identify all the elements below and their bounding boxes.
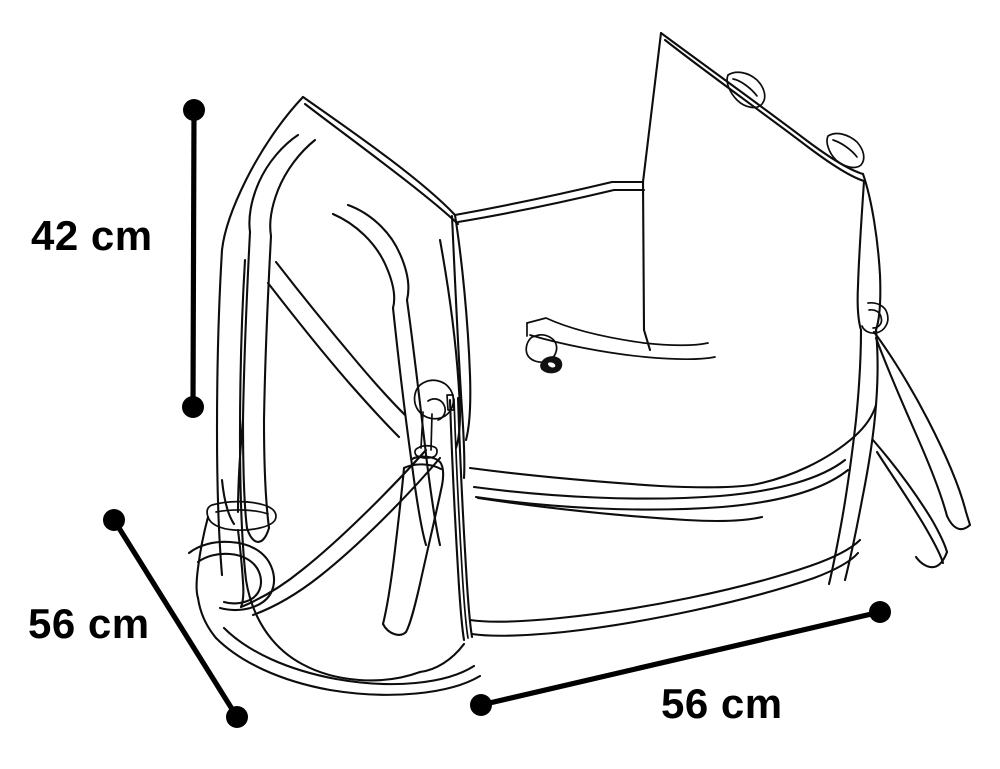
dimension-depth <box>103 509 248 728</box>
shoulder-strap-right-fold <box>871 438 949 554</box>
strap-adjuster-loop-inner <box>196 552 263 605</box>
interior-rim-back <box>453 180 645 217</box>
left-strap-upper <box>220 478 236 526</box>
front-pocket-bottom-edge-lower <box>470 551 860 637</box>
front-zipper-line-b <box>456 396 474 639</box>
front-body-top-ridge <box>301 95 457 217</box>
dimension-width-label: 56 cm <box>661 680 783 727</box>
d-ring-right-icon <box>861 302 889 335</box>
front-body-right-ridge <box>453 213 472 442</box>
carry-handle-inner <box>346 203 410 302</box>
strap-adjuster-bar-inner <box>215 509 269 515</box>
front-pocket-top <box>472 458 847 500</box>
shoulder-strap-right-fold-lower <box>875 450 945 565</box>
front-body-top-ridge-inner <box>303 102 460 226</box>
carry-handle-outer-left-tail <box>241 230 252 530</box>
right-side-inner <box>827 328 863 586</box>
front-zipper-line <box>448 398 466 642</box>
dimension-depth-dot-bottom <box>226 706 248 728</box>
right-side-outline <box>843 328 879 582</box>
front-left-edge-inner <box>238 258 248 582</box>
dimension-height-label: 42 cm <box>31 212 153 259</box>
dimension-width <box>470 601 891 716</box>
interior-floor-front <box>476 496 764 523</box>
dimension-width-dot-left <box>470 694 492 716</box>
hanging-tab-left <box>381 466 406 626</box>
dimension-height <box>182 99 205 418</box>
front-left-edge <box>220 95 305 252</box>
dimension-width-dot-right <box>869 601 891 623</box>
right-side-top <box>750 403 878 487</box>
strap-adjuster-body <box>195 515 210 600</box>
strap-webbing-to-body-inner <box>251 456 442 617</box>
top-flap-outline <box>641 31 663 352</box>
strap-adjuster-bar <box>206 500 277 531</box>
strap-adjuster-webbing-out <box>196 596 218 640</box>
shoulder-strap-right-inner <box>874 336 949 518</box>
dimension-height-line <box>190 109 197 408</box>
bag-bottom-left <box>244 578 422 682</box>
carry-handle-inner-inner <box>331 212 396 310</box>
interior-clip-loop-icon <box>540 356 563 374</box>
front-zipper-teeth <box>453 398 469 639</box>
dimension-depth-line <box>111 518 240 719</box>
carry-handle-inner-tail <box>405 298 442 547</box>
zipper-slider-icon <box>446 394 455 411</box>
strap-webbing-lower-inner <box>222 626 476 686</box>
carry-handle-outer-left <box>248 133 300 234</box>
d-ring-right-inner-icon <box>868 308 883 329</box>
interior-floor <box>468 466 754 489</box>
interior-left-wall <box>450 214 466 480</box>
top-flap-right-edge <box>861 172 882 332</box>
hanging-tab-top-seam <box>402 463 443 471</box>
strap-webbing-to-body <box>239 448 428 609</box>
flap-loop-left-inner-icon <box>732 78 758 97</box>
dimension-depth-dot-top <box>103 509 125 531</box>
snap-hook-ring-icon <box>413 379 455 420</box>
dimension-height-dot-top <box>183 99 205 121</box>
strap-webbing-lower <box>214 636 482 696</box>
hanging-tab-bottom <box>381 622 408 636</box>
carry-handle-crossing-lower <box>266 281 401 439</box>
snap-hook-shank-icon <box>420 411 433 451</box>
flap-loop-right-icon <box>826 132 865 169</box>
interior-strap-lower <box>529 334 716 361</box>
shoulder-strap-right-outer <box>872 330 972 527</box>
top-flap-right-inner <box>856 179 866 332</box>
carry-handle-outer-left-tail-inner <box>262 234 273 530</box>
dimension-depth-label: 56 cm <box>28 600 150 647</box>
bag-body-group <box>187 31 972 696</box>
shoulder-strap-right-tail <box>914 550 949 569</box>
front-pocket-bottom-edge <box>468 538 862 623</box>
front-pocket-seam <box>474 468 850 511</box>
dimension-annotations <box>103 99 891 728</box>
top-flap-edge-inner <box>663 38 866 183</box>
carry-handle-outer-left-inner <box>269 138 317 238</box>
carry-handle-inner-tail-inner <box>391 306 428 547</box>
front-left-edge-lower <box>215 248 224 577</box>
front-body-lower-left <box>418 642 466 674</box>
dimension-height-dot-bottom <box>182 396 204 418</box>
carry-handle-outer-left-end <box>245 526 271 543</box>
handle-loop-bottom-left <box>236 418 245 514</box>
flap-loop-right-inner-icon <box>832 139 858 158</box>
flap-loop-left-icon <box>726 71 766 109</box>
strap-adjuster-loop-outer <box>187 540 276 612</box>
carry-handle-crossing <box>274 260 407 417</box>
interior-rim-back-inner <box>456 188 646 224</box>
shoulder-strap-right-end <box>945 514 972 531</box>
dimension-width-line <box>480 609 881 708</box>
interior-strap <box>526 317 709 347</box>
snap-hook-gate-icon <box>427 398 447 421</box>
hanging-tab-outline <box>404 455 445 634</box>
